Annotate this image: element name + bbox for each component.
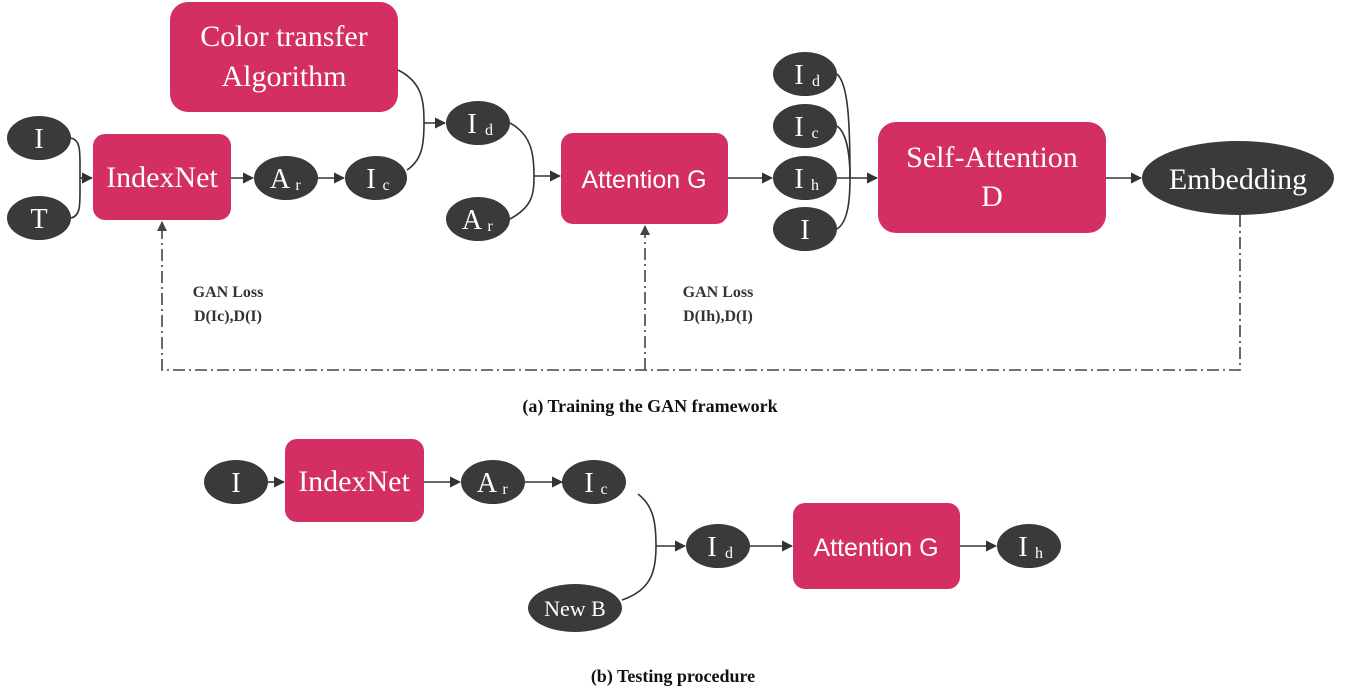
test-node-ih: I h: [997, 524, 1061, 568]
node-id-base: I: [467, 109, 476, 140]
feedback-arrow-indexnet: [157, 221, 167, 231]
color-transfer-line2: Algorithm: [222, 60, 347, 93]
gan-loss-feedback: [157, 215, 1241, 371]
test-node-id-base: I: [707, 532, 716, 563]
test-node-ar: A r: [461, 460, 525, 504]
wire-id-merge: [509, 122, 535, 177]
embedding-node: Embedding: [1142, 141, 1334, 215]
attention-g-block: Attention G: [561, 133, 728, 224]
node-d-id: I d: [773, 52, 837, 96]
caption-testing: (b) Testing procedure: [591, 666, 755, 687]
test-node-id-sub: d: [725, 545, 733, 562]
test-node-ih-base: I: [1018, 532, 1027, 563]
color-transfer-block: Color transfer Algorithm: [170, 2, 398, 112]
node-d-ic: I c: [773, 104, 837, 148]
node-ih: I h: [773, 156, 837, 200]
test-node-ar-sub: r: [502, 481, 508, 498]
node-ar-2: A r: [446, 197, 510, 241]
node-ar-2-base: A: [462, 205, 483, 236]
test-wire-ic-merge: [637, 493, 657, 547]
node-d-i-label: I: [800, 215, 809, 246]
test-wire-newb-merge: [621, 545, 657, 601]
wire-d-i-merge: [836, 177, 851, 230]
wire-d-ic-merge: [836, 125, 851, 179]
self-attention-d-block: Self-Attention D: [878, 122, 1106, 233]
node-input-i-label: I: [34, 124, 43, 155]
node-ih-base: I: [794, 164, 803, 195]
node-id: I d: [446, 101, 510, 145]
training-wires: [70, 69, 1143, 230]
gan-loss-1-line1: GAN Loss: [193, 284, 264, 301]
node-ic-base: I: [366, 164, 375, 195]
gan-loss-1-line2: D(Ic),D(I): [194, 308, 262, 325]
test-node-ic: I c: [562, 460, 626, 504]
node-id-sub: d: [485, 122, 493, 139]
node-ar-sub: r: [295, 177, 301, 194]
embedding-label: Embedding: [1169, 163, 1307, 196]
wire-ct-merge: [397, 69, 425, 124]
test-node-ic-base: I: [584, 468, 593, 499]
gan-loss-2-line1: GAN Loss: [683, 284, 754, 301]
wire-i-merge: [70, 137, 81, 178]
indexnet-block: IndexNet: [93, 134, 231, 220]
test-attention-g-label: Attention G: [813, 534, 938, 562]
feedback-loop-indexnet: [161, 215, 1241, 371]
test-node-i-label: I: [231, 468, 240, 499]
node-ar: A r: [254, 156, 318, 200]
self-attention-d-line2: D: [981, 180, 1003, 213]
test-node-ic-sub: c: [600, 481, 607, 498]
node-ar-2-sub: r: [487, 218, 493, 235]
node-d-id-sub: d: [812, 73, 820, 90]
node-input-i: I: [7, 116, 71, 160]
wire-ar2-merge: [509, 175, 535, 220]
node-ic: I c: [345, 156, 407, 200]
test-node-i: I: [204, 460, 268, 504]
node-d-id-base: I: [794, 60, 803, 91]
node-input-t: T: [7, 196, 71, 240]
test-indexnet-label: IndexNet: [298, 465, 410, 498]
caption-training: (a) Training the GAN framework: [522, 396, 777, 417]
node-ic-sub: c: [382, 177, 389, 194]
node-d-ic-sub: c: [811, 125, 818, 142]
node-input-t-label: T: [30, 204, 47, 235]
node-d-i: I: [773, 207, 837, 251]
test-node-newb-label: New B: [544, 596, 606, 621]
test-attention-g-block: Attention G: [793, 503, 960, 589]
testing-wires: [268, 476, 998, 601]
wire-d-id-merge: [836, 73, 851, 179]
wire-t-merge: [70, 178, 81, 219]
test-node-id: I d: [686, 524, 750, 568]
node-ar-base: A: [270, 164, 291, 195]
node-ih-sub: h: [811, 177, 819, 194]
attention-g-label: Attention G: [581, 166, 706, 194]
test-node-newb: New B: [528, 584, 622, 632]
test-node-ih-sub: h: [1035, 545, 1043, 562]
self-attention-d-line1: Self-Attention: [906, 141, 1078, 174]
gan-loss-2-line2: D(Ih),D(I): [683, 308, 753, 325]
feedback-arrow-attention-g: [640, 225, 650, 235]
color-transfer-line1: Color transfer: [200, 20, 367, 53]
test-node-ar-base: A: [477, 468, 498, 499]
test-indexnet-block: IndexNet: [285, 439, 424, 522]
wire-ic-merge: [406, 122, 425, 171]
node-d-ic-base: I: [794, 112, 803, 143]
indexnet-label: IndexNet: [106, 161, 218, 194]
